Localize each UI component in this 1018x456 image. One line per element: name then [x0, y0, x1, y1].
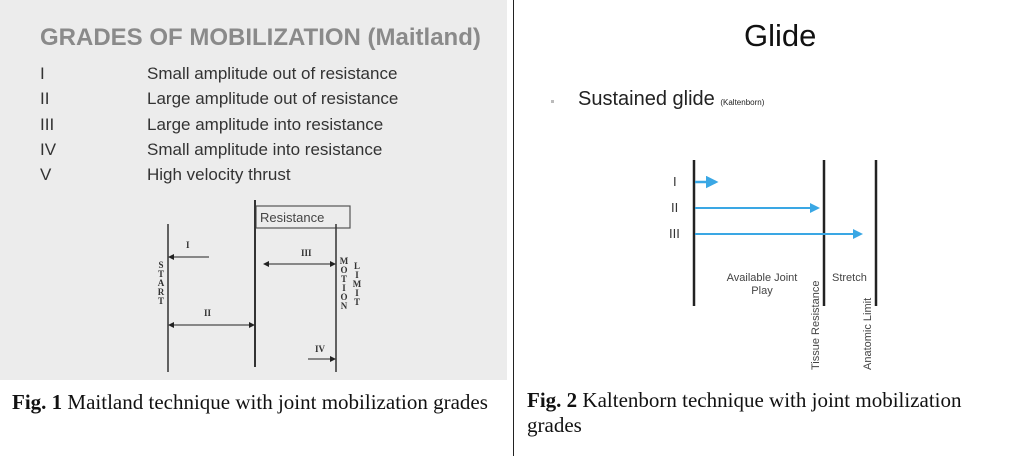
maitland-title: GRADES OF MOBILIZATION (Maitland): [40, 24, 481, 51]
grade-label: IV: [40, 140, 57, 159]
caption-label: Fig. 1: [12, 390, 63, 414]
panel-divider: [513, 0, 514, 456]
grade-description: Large amplitude into resistance: [147, 115, 384, 134]
resistance-label: Resistance: [260, 210, 325, 225]
arrow-label: I: [186, 240, 190, 250]
subtitle-note: (Kaltenborn): [720, 98, 765, 107]
bullet-icon: [551, 100, 554, 103]
grade-label: I: [40, 64, 45, 83]
stretch-label: Stretch: [832, 272, 867, 284]
grade-row: III Large amplitude into resistance: [40, 115, 383, 135]
subtitle-text: Sustained glide: [578, 88, 715, 110]
maitland-diagram: [167, 200, 351, 372]
grade-description: Small amplitude out of resistance: [147, 64, 398, 83]
grade-row: II Large amplitude out of resistance: [40, 89, 398, 109]
motion-label: MOTION: [339, 256, 349, 310]
grade-label: II: [671, 200, 679, 215]
limit-label: LIMIT: [352, 261, 362, 306]
grade-label: II: [40, 89, 50, 108]
arrow-label: III: [301, 248, 312, 258]
start-label: START: [156, 260, 166, 305]
arrow-label: II: [204, 308, 212, 318]
grade-label: III: [669, 226, 680, 241]
anatomic-limit-label: Anatomic Limit: [862, 297, 874, 370]
glide-subtitle: Sustained glide (Kaltenborn): [578, 88, 764, 111]
grade-label: I: [673, 174, 677, 189]
grade-description: Small amplitude into resistance: [147, 140, 383, 159]
fig2-caption: Fig. 2 Kaltenborn technique with joint m…: [527, 388, 1007, 438]
maitland-figure: [0, 0, 507, 380]
grade-row: V High velocity thrust: [40, 165, 291, 185]
grade-row: I Small amplitude out of resistance: [40, 64, 397, 84]
kaltenborn-diagram: [692, 160, 878, 306]
grade-description: High velocity thrust: [147, 165, 291, 184]
caption-text: Maitland technique with joint mobilizati…: [62, 390, 488, 414]
grade-label: V: [40, 165, 52, 184]
grade-row: IV Small amplitude into resistance: [40, 140, 382, 160]
tissue-resistance-label: Tissue Resistance: [810, 280, 822, 370]
fig1-caption: Fig. 1 Maitland technique with joint mob…: [12, 390, 492, 415]
caption-label: Fig. 2: [527, 388, 578, 412]
glide-title: Glide: [744, 18, 817, 53]
arrow-label: IV: [315, 344, 326, 354]
caption-text: Kaltenborn technique with joint mobiliza…: [527, 388, 962, 437]
available-joint-play-label: Available Joint Play: [726, 272, 798, 297]
grade-label: III: [40, 115, 55, 134]
grade-description: Large amplitude out of resistance: [147, 89, 399, 108]
